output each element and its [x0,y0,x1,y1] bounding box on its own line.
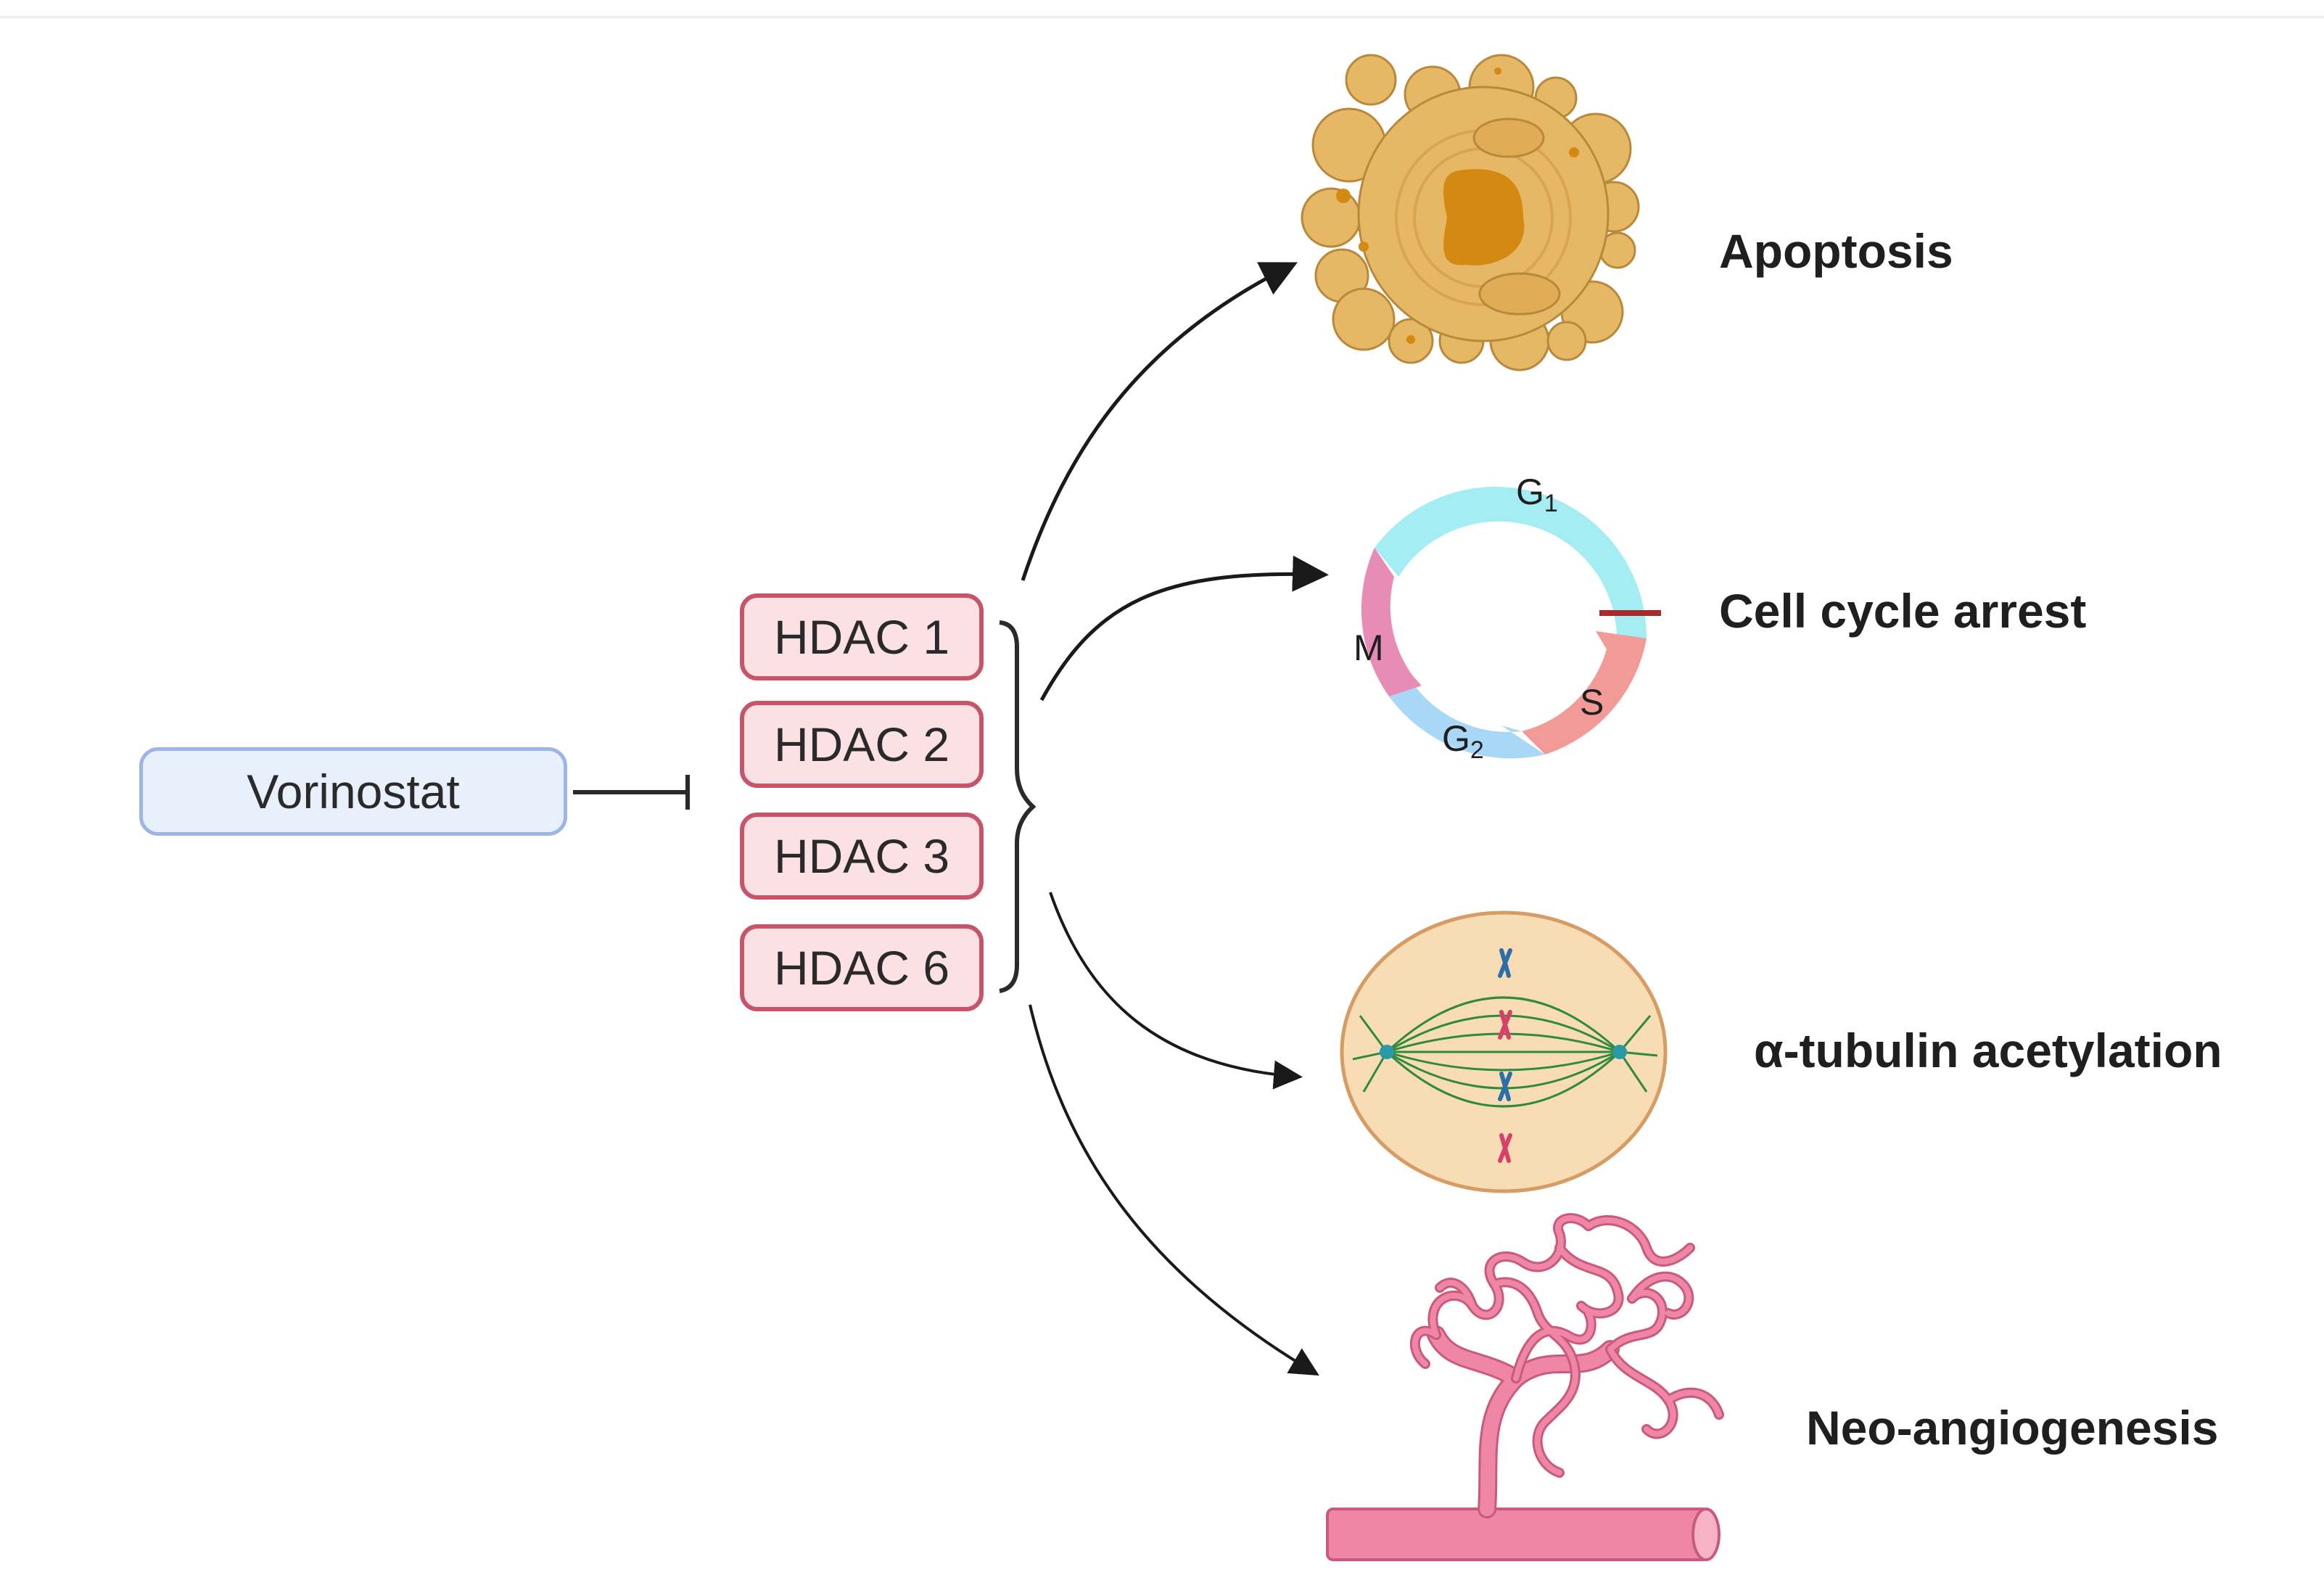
phase-label-g2: G2 [1442,718,1484,764]
top-divider [0,16,2324,18]
target-box-hdac-3: HDAC 3 [740,813,984,900]
arrow-to-cell-cycle [1039,555,1329,702]
blood-vessel-icon [1326,1213,1724,1561]
outcome-label-apoptosis: Apoptosis [1719,224,1953,278]
inhibition-arrow [573,775,690,810]
cell-cycle-s-arc [1522,631,1647,754]
drug-box-vorinostat: Vorinostat [139,747,567,836]
phase-label-g1: G1 [1516,472,1558,517]
arrow-to-tubulin [1049,892,1303,1090]
mitotic-spindle-icon [1340,910,1668,1193]
outcome-label-tubulin-acetylation: α-tubulin acetylation [1754,1024,2222,1077]
phase-label-m: M [1353,628,1384,668]
cell-cycle-g1-arc [1375,486,1647,653]
outcome-label-neo-angiogenesis: Neo-angiogenesis [1806,1401,2219,1455]
arrow-to-angiogenesis [1029,1004,1319,1376]
outcome-label-cell-cycle-arrest: Cell cycle arrest [1719,584,2087,638]
cell-cycle-m-arc [1361,548,1422,696]
target-box-hdac-6: HDAC 6 [740,924,984,1011]
cell-cycle-g2-arc [1389,680,1545,759]
target-box-hdac-1: HDAC 1 [740,593,984,680]
phase-label-s: S [1580,682,1604,723]
cell-cycle-icon: G1 S G2 M [1353,472,1661,764]
apoptotic-cell-icon [1301,54,1640,371]
hdac-group-brace [999,620,1037,993]
arrow-to-apoptosis [1021,262,1298,581]
target-box-hdac-2: HDAC 2 [740,701,984,788]
